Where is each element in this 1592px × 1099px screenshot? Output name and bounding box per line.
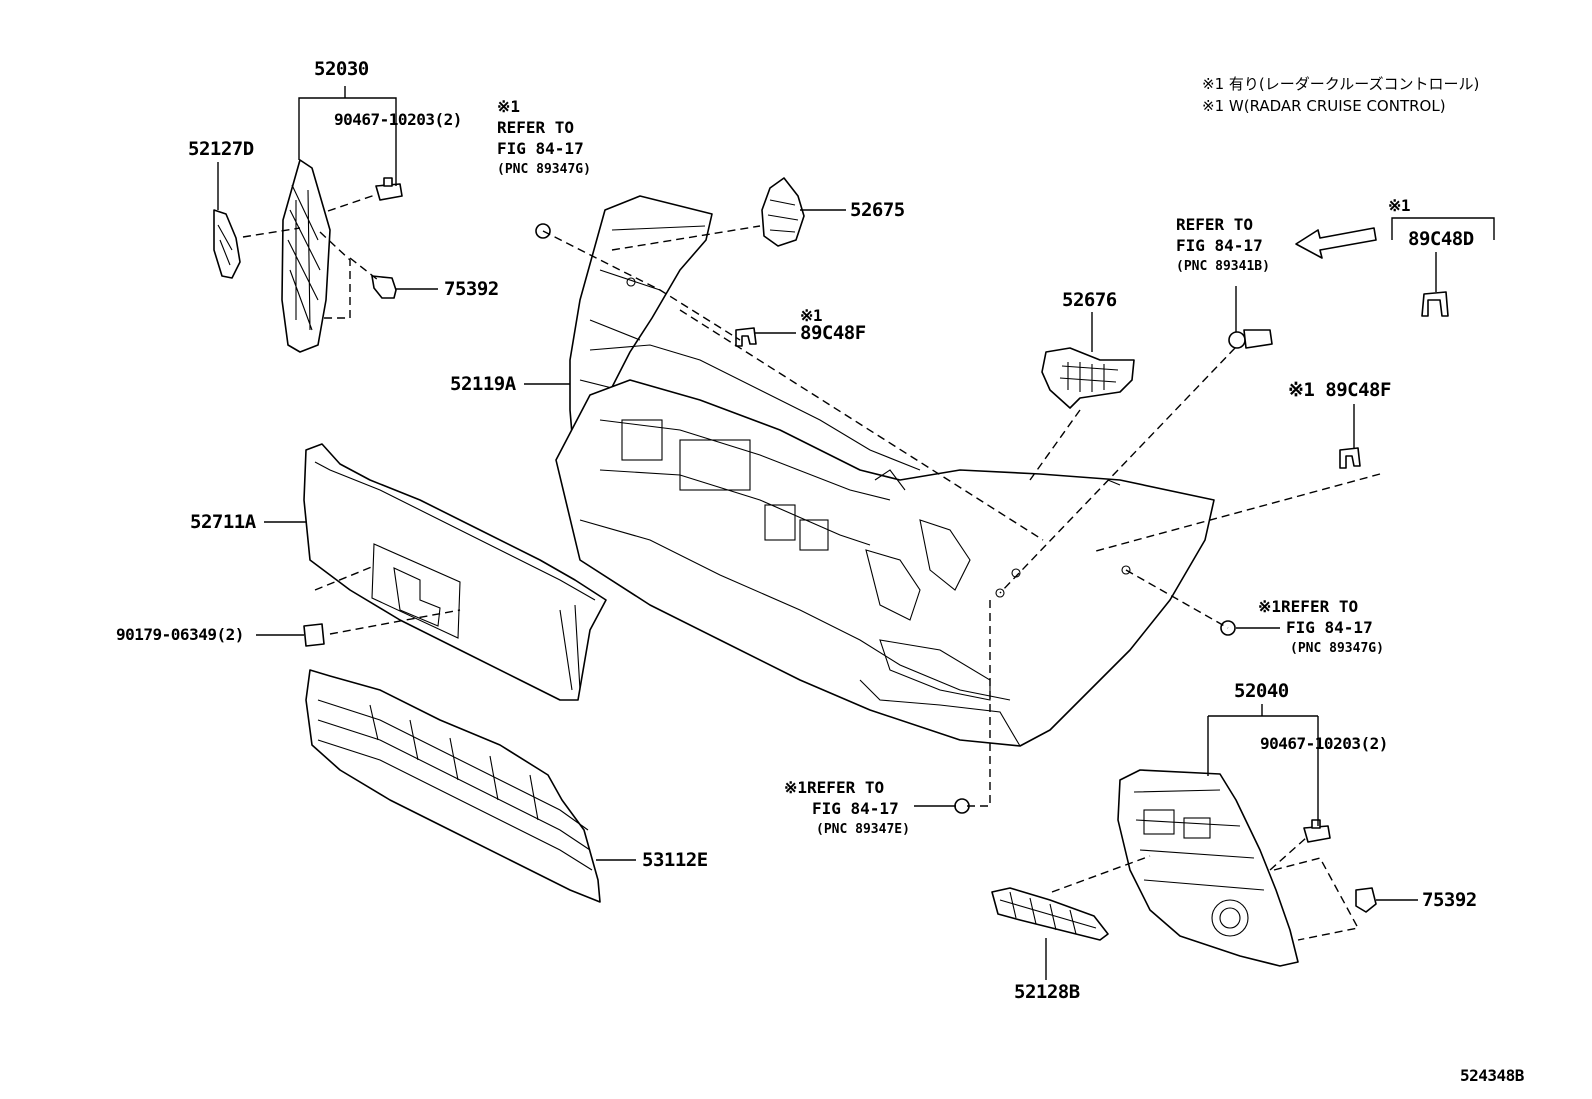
- label-diagram-id: 524348B: [1460, 1066, 1524, 1085]
- ref-top-right-line1: REFER TO: [1176, 215, 1254, 234]
- note-radar-jp: ※1 有り(レーダークルーズコントロール): [1202, 75, 1480, 93]
- arrow-to-radar-ref: [1295, 227, 1377, 259]
- part-52128B-trim: [991, 887, 1109, 941]
- note-radar-en: ※1 W(RADAR CRUISE CONTROL): [1202, 97, 1446, 115]
- ref-top-left-mark: ※1: [497, 97, 521, 116]
- label-52040-clip: 90467-10203(2): [1260, 734, 1388, 753]
- leader-lines: [217, 86, 1495, 980]
- label-52675: 52675: [850, 199, 905, 221]
- label-52119A: 52119A: [450, 373, 516, 395]
- part-90467-clip-top: [375, 177, 403, 201]
- label-52127D: 52127D: [188, 138, 254, 160]
- label-75392-top: 75392: [444, 278, 499, 300]
- label-89C48D-mark: ※1: [1388, 196, 1411, 215]
- label-89C48F-top: 89C48F: [800, 322, 866, 344]
- part-52676-bracket: [1041, 347, 1135, 409]
- part-90179-nut: [303, 623, 325, 647]
- ref-bottom-center-line3: (PNC 89347E): [816, 822, 910, 837]
- part-radar-sensor: [1228, 329, 1273, 349]
- ref-top-right-line2: FIG 84-17: [1176, 236, 1263, 255]
- ref-top-left-line1: REFER TO: [497, 118, 575, 137]
- part-89C48F-clip-right: [1339, 447, 1361, 469]
- label-90179: 90179-06349(2): [116, 625, 244, 644]
- part-89C48F-clip-top: [735, 327, 757, 347]
- part-75392-clip-bottom: [1355, 887, 1377, 913]
- ref-bottom-center-line2: FIG 84-17: [812, 799, 899, 818]
- part-75392-clip-top: [371, 275, 397, 299]
- part-90467-clip-bottom: [1303, 819, 1331, 843]
- label-53112E: 53112E: [642, 849, 708, 871]
- part-52030-bracket: [281, 159, 331, 353]
- ref-top-right: REFER TO FIG 84-17 (PNC 89341B): [1176, 214, 1270, 277]
- part-52675-bracket: [761, 177, 805, 247]
- ref-bottom-center-line1: ※1REFER TO: [784, 778, 885, 797]
- ref-top-left: ※1 REFER TO FIG 84-17 (PNC 89347G): [497, 96, 591, 180]
- ref-top-left-line3: (PNC 89347G): [497, 162, 591, 177]
- label-52030-clip: 90467-10203(2): [334, 110, 462, 129]
- part-53112E-grille: [305, 669, 601, 903]
- label-52040: 52040: [1234, 680, 1289, 702]
- ref-mid-right-line1: ※1REFER TO: [1258, 597, 1359, 616]
- label-52128B: 52128B: [1014, 981, 1080, 1003]
- label-89C48F-top-mark: ※1: [800, 306, 823, 325]
- label-52711A: 52711A: [190, 511, 256, 533]
- ref-top-left-line2: FIG 84-17: [497, 139, 584, 158]
- label-52676: 52676: [1062, 289, 1117, 311]
- ref-mid-right: ※1REFER TO FIG 84-17 (PNC 89347G): [1258, 596, 1384, 659]
- part-52127D-trim: [213, 209, 241, 279]
- part-bumper-cover: [555, 379, 1215, 747]
- part-52040-housing: [1117, 769, 1299, 967]
- assembly-lines: [242, 194, 1381, 941]
- ref-bottom-center: ※1REFER TO FIG 84-17 (PNC 89347E): [784, 777, 910, 840]
- label-52030: 52030: [314, 58, 369, 80]
- label-89C48D: 89C48D: [1408, 228, 1474, 250]
- ref-top-right-line3: (PNC 89341B): [1176, 259, 1270, 274]
- ref-mid-right-line3: (PNC 89347G): [1290, 641, 1384, 656]
- label-89C48F-right: ※1 89C48F: [1288, 379, 1391, 401]
- part-89C48D-clip: [1421, 291, 1449, 317]
- part-52711A-panel: [303, 443, 607, 701]
- ref-mid-right-line2: FIG 84-17: [1286, 618, 1373, 637]
- label-75392-bottom: 75392: [1422, 889, 1477, 911]
